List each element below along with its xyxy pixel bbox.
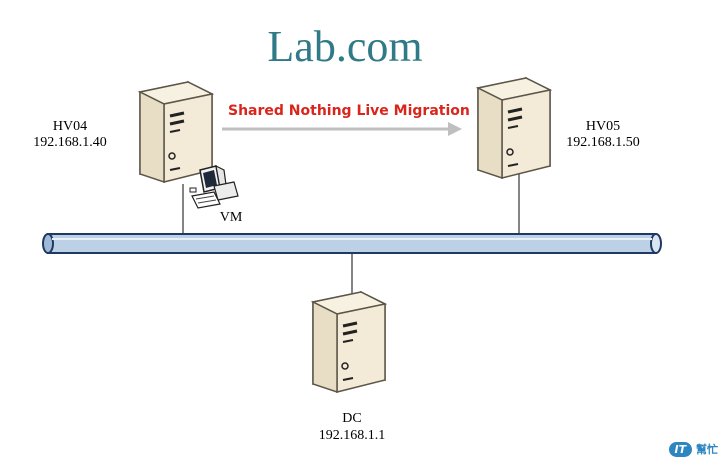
dc-ip: 192.168.1.1 [318,428,386,443]
migration-label: Shared Nothing Live Migration [228,103,470,119]
hv04-ip: 192.168.1.40 [33,135,107,150]
watermark-logo-mark: IT [668,442,693,457]
hv05-server-icon [476,76,552,180]
network-bus [42,233,662,254]
diagram-title: Lab.com [267,22,423,71]
watermark-text: 幫忙 [696,443,718,456]
migration-arrow [222,122,462,136]
hv05-ip: 192.168.1.50 [566,135,640,150]
vm-label: VM [219,210,243,225]
hv04-server-icon [138,80,214,184]
workstation-icon [189,164,239,209]
hv04-name: HV04 [52,119,88,134]
hv05-name: HV05 [585,119,621,134]
dc-name: DC [342,411,362,426]
dc-server-icon [311,290,387,394]
watermark-logo: IT 幫忙 [668,441,718,457]
